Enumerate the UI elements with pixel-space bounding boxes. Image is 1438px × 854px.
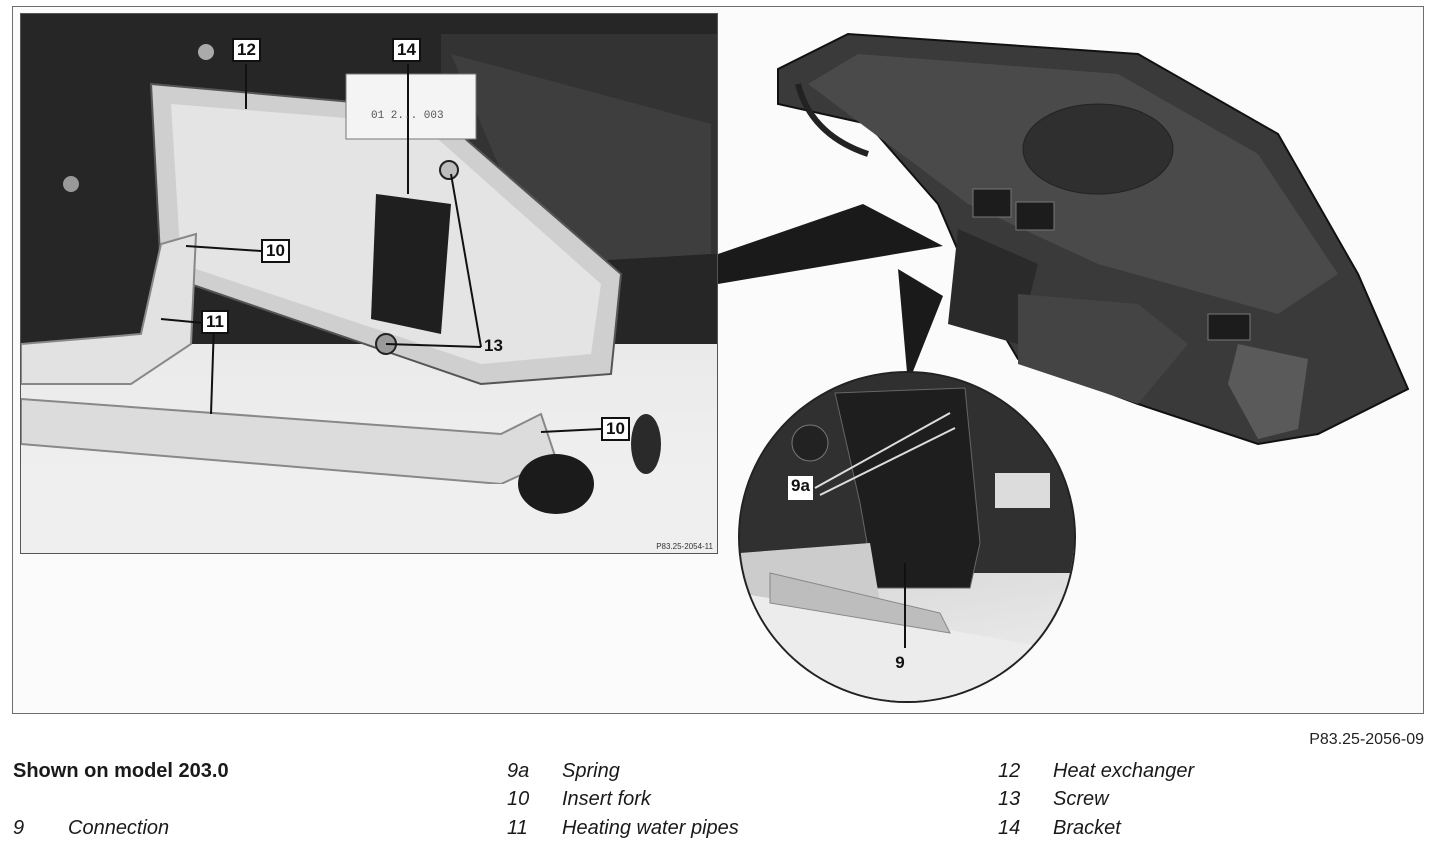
legend-text: Spring <box>562 760 620 782</box>
legend-number: 14 <box>998 817 1021 839</box>
legend-item: 10 Insert fork <box>507 788 651 811</box>
heater-box-photo: 12 14 10 11 13 10 01 2... 003 P83.25-205… <box>20 13 718 554</box>
callout-14: 14 <box>392 38 421 62</box>
photo-code: P83.25-2054-11 <box>656 542 713 551</box>
legend-item: 9a Spring <box>507 760 620 783</box>
legend-text: Heat exchanger <box>1053 760 1195 782</box>
legend-text: Connection <box>68 817 170 839</box>
legend-item: 9 Connection <box>13 817 169 840</box>
dashboard-illustration <box>718 14 1418 464</box>
callout-10-lower: 10 <box>601 417 630 441</box>
legend-number: 9a <box>507 760 530 782</box>
legend-item: 11 Heating water pipes <box>507 817 739 840</box>
sticker-label: 01 2... 003 <box>371 110 444 122</box>
detail-circle: 9a 9 <box>738 371 1076 703</box>
callout-9: 9 <box>895 653 905 672</box>
callout-12: 12 <box>232 38 261 62</box>
figure-code: P83.25-2056-09 <box>1309 731 1424 748</box>
legend-number: 10 <box>507 788 530 810</box>
callout-11: 11 <box>201 310 229 334</box>
legend-text: Heating water pipes <box>562 817 739 839</box>
legend-number: 11 <box>507 817 528 839</box>
callout-9a: 9a <box>788 476 813 500</box>
legend-text: Insert fork <box>562 788 651 810</box>
caption-title: Shown on model 203.0 <box>13 760 229 782</box>
legend-number: 13 <box>998 788 1021 810</box>
legend-number: 12 <box>998 760 1021 782</box>
legend-text: Bracket <box>1053 817 1121 839</box>
legend-item: 13 Screw <box>998 788 1109 811</box>
callout-10-upper: 10 <box>261 239 290 263</box>
legend-number: 9 <box>13 817 25 839</box>
legend-item: 14 Bracket <box>998 817 1121 840</box>
legend-text: Screw <box>1053 788 1109 810</box>
legend-item: 12 Heat exchanger <box>998 760 1194 783</box>
callout-13: 13 <box>484 336 503 355</box>
heater-box-illustration <box>21 14 717 553</box>
